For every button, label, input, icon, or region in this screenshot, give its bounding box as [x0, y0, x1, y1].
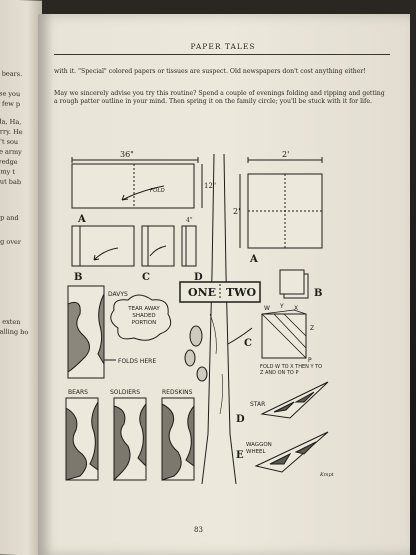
paragraph-1: with it. "Special" colored papers or tis… [54, 68, 366, 75]
fold-arrow [121, 185, 165, 201]
tree-branch [227, 327, 253, 345]
sheet-b-left [71, 225, 135, 267]
fold-point-p: P [308, 357, 312, 364]
star-shape [260, 381, 329, 419]
left-fragment: y bears. [0, 69, 23, 79]
redskins-label: REDSKINS [162, 389, 193, 396]
paragraph-2: May we sincerely advise you try this rou… [54, 90, 385, 105]
artist-signature: Kmpt [319, 472, 335, 478]
dimension-36: 36" [120, 150, 134, 159]
dimension-2-side: 2' [233, 207, 240, 216]
left-fragment: up and [0, 213, 19, 223]
fold-point-x: X [294, 305, 298, 312]
step-c-left: C [142, 272, 150, 283]
step-a-right: A [249, 254, 258, 265]
left-fragment: Ha, Ha, [0, 117, 22, 127]
star-label: STAR [250, 401, 265, 408]
leaf [184, 349, 196, 367]
left-fragment: wedge [0, 157, 18, 166]
sheet-d-left [181, 225, 197, 267]
fold-point-z: Z [310, 325, 314, 332]
step-e: E [236, 450, 244, 461]
sheet-a-left [71, 163, 195, 209]
left-fragment: orry. He [0, 127, 23, 137]
dimension-4: 4" [186, 217, 193, 224]
tear-note-cloud [110, 294, 172, 341]
step-a-left: A [77, 214, 86, 225]
leaf [189, 325, 203, 347]
tree-trunk [201, 153, 237, 485]
leaf [196, 366, 208, 382]
paper-tearing-illustration: 36" 12" 4" 2' 2' FOLD A A B B C C D D E … [65, 150, 335, 485]
sign-one: ONE [188, 286, 216, 299]
right-page: PAPER TALES with it. "Special" colored p… [38, 14, 410, 555]
bears-label: BEARS [68, 389, 88, 396]
left-fragment: out bab [0, 177, 21, 187]
step-c-right: C [244, 338, 252, 349]
sign-two: TWO [226, 286, 257, 299]
waggon-wheel-label: WAGGON WHEEL [246, 442, 272, 455]
running-head: PAPER TALES [190, 42, 256, 51]
sheet-c-left [141, 225, 175, 267]
step-d-left: D [194, 272, 203, 283]
left-fragment: n't sou [0, 137, 19, 147]
fold-instructions: FOLD W TO X THEN Y TO Z AND ON TO P [260, 364, 322, 376]
step-b-right: B [314, 288, 322, 299]
page-number: 83 [194, 526, 203, 534]
left-fragment: d exten [0, 317, 21, 327]
step-d-right: D [236, 414, 245, 425]
davys-label: DAVYS [108, 291, 128, 298]
dimension-12: 12" [204, 182, 216, 190]
step-b-left: B [74, 272, 82, 283]
dimension-2-top: 2' [282, 150, 289, 159]
left-page: y bears. rse you a few p Ha, Ha, orry. H… [0, 0, 42, 555]
fold-label: FOLD [150, 188, 165, 194]
fold-point-w: W [264, 305, 270, 312]
left-fragment: a few p [0, 99, 20, 109]
left-fragment: rse you [0, 89, 21, 99]
tear-note: TEAR AWAY SHADED PORTION [128, 306, 159, 326]
header-rule [54, 54, 390, 55]
soldiers-label: SOLDIERS [110, 389, 140, 396]
left-fragment: calling bo [0, 327, 29, 337]
folds-here-label: FOLDS HERE [118, 358, 156, 365]
left-fragment: re army [0, 147, 22, 157]
left-fragment: ng over [0, 237, 21, 247]
fold-point-y: Y [279, 303, 284, 310]
left-fragment: f my t [0, 167, 15, 176]
